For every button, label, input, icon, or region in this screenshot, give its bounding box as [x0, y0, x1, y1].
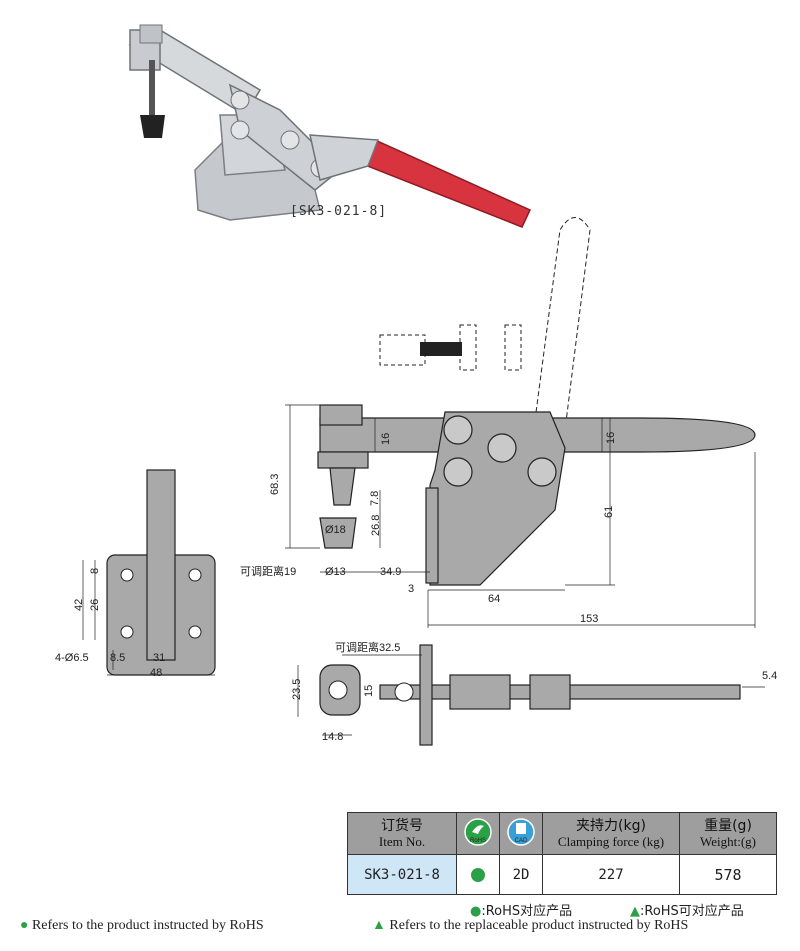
dim-48: 48 [150, 667, 162, 679]
legend-rohs-dot: ●:RoHS对应产品 [470, 904, 573, 919]
dim-68-3: 68.3 [269, 474, 281, 495]
dim-14-8: 14.8 [322, 731, 343, 743]
dim-16-a: 16 [380, 433, 392, 445]
header-rohs: RoHS [456, 812, 500, 855]
dim-34-9: 34.9 [380, 566, 401, 578]
product-caption: [SK3-021-8] [290, 204, 388, 219]
top-view-drawing: 可调距离32.5 23.5 15 14.8 5.4 [291, 640, 777, 746]
dim-64: 64 [488, 593, 500, 605]
rohs-icon: RoHS [464, 818, 492, 846]
dim-16-b: 16 [605, 432, 617, 444]
rohs-dot-icon [471, 867, 485, 882]
weight-cell: 578 [679, 854, 777, 895]
header-item-no: 订货号 Item No. [347, 812, 457, 855]
product-photo [128, 24, 532, 228]
spec-table: 订货号 Item No. RoHS CAD 夹持力(kg) Clamping f… [347, 812, 777, 895]
dim-15: 15 [363, 685, 375, 697]
dim-31: 31 [153, 652, 165, 664]
dim-7-8: 7.8 [369, 491, 381, 506]
green-triangle-icon: ▲ [372, 918, 386, 933]
dim-d18: Ø18 [325, 524, 346, 536]
svg-text:CAD: CAD [515, 838, 528, 844]
cad-icon: CAD [507, 818, 535, 846]
legend-rohs-triangle: ▲:RoHS可对应产品 [630, 904, 744, 919]
header-cad: CAD [499, 812, 543, 855]
dim-26: 26 [89, 599, 101, 611]
side-view-drawing: 68.3 16 16 7.8 26.8 61 Ø18 Ø13 34.9 可调距离… [240, 217, 756, 628]
dim-3: 3 [408, 583, 414, 595]
adjust-distance-32-5: 可调距离32.5 [335, 640, 400, 654]
item-no-cell: SK3-021-8 [347, 854, 457, 895]
dim-61: 61 [603, 506, 615, 518]
rohs-cell [456, 854, 500, 895]
svg-text:RoHS: RoHS [470, 838, 486, 844]
clamping-force-cell: 227 [542, 854, 680, 895]
front-view-drawing: 8 42 26 4-Ø6.5 8.5 31 48 [55, 469, 216, 679]
dim-8-5: 8.5 [110, 652, 125, 664]
cad-cell: 2D [499, 854, 543, 895]
dim-5-4: 5.4 [762, 670, 777, 682]
header-clamping-force: 夹持力(kg) Clamping force (kg) [542, 812, 680, 855]
header-weight: 重量(g) Weight:(g) [679, 812, 777, 855]
green-triangle-icon: ▲ [630, 904, 640, 919]
hole-label: 4-Ø6.5 [55, 652, 89, 664]
dim-26-8: 26.8 [370, 515, 382, 536]
dim-23-5: 23.5 [291, 679, 303, 700]
dim-153: 153 [580, 613, 598, 625]
green-dot-icon: ● [470, 904, 482, 919]
dim-8: 8 [89, 568, 101, 574]
green-dot-icon: ● [20, 918, 29, 933]
adjust-distance-19: 可调距离19 [240, 564, 296, 578]
footer-dot-note: ● Refers to the product instructed by Ro… [20, 918, 264, 933]
dim-42: 42 [73, 599, 85, 611]
table-row: SK3-021-8 2D 227 578 [347, 854, 777, 895]
dim-d13: Ø13 [325, 566, 346, 578]
footer-triangle-note: ▲ Refers to the replaceable product inst… [372, 918, 689, 933]
